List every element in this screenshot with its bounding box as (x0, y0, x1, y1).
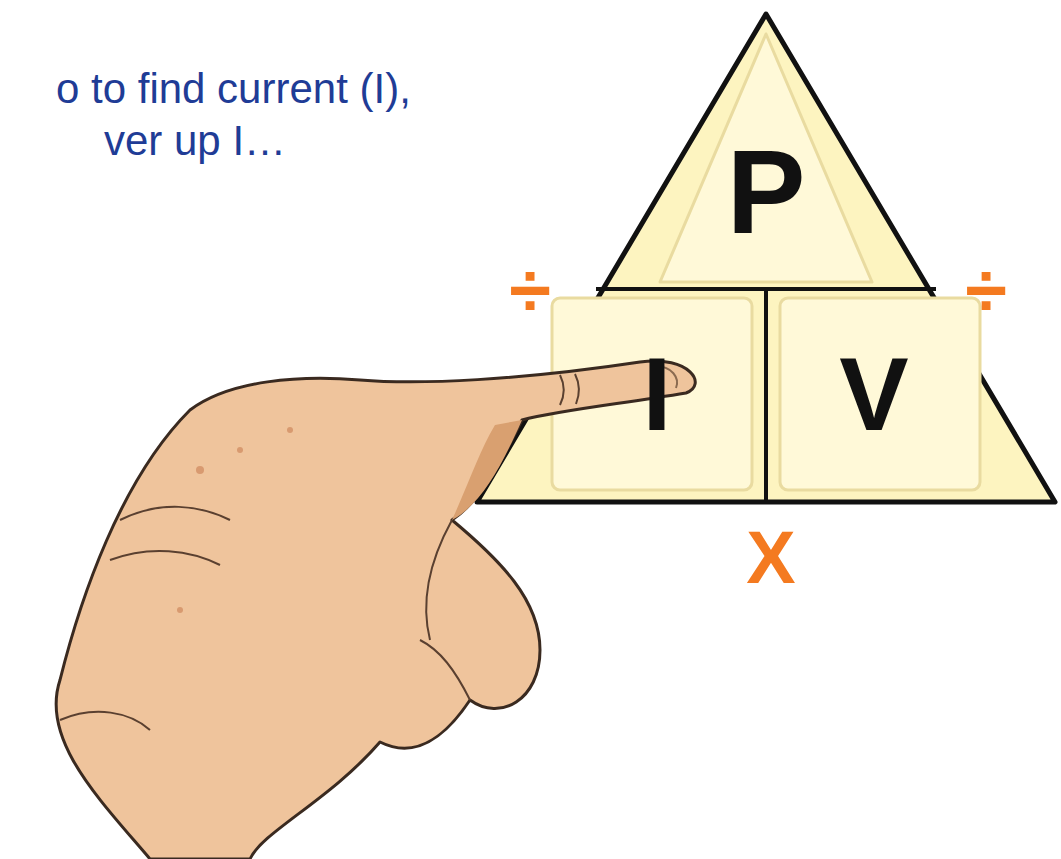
instruction-text: o to find current (I), (56, 66, 411, 112)
operator-symbol: ÷ (509, 248, 551, 332)
knuckle-crease (60, 712, 150, 730)
operator-symbol: ÷ (965, 248, 1007, 332)
finger-edge (426, 520, 452, 640)
divider-line (764, 289, 768, 502)
formula-cell: I (643, 342, 672, 446)
freckle (237, 447, 243, 453)
hand-shade (452, 420, 522, 520)
formula-letter: V (839, 342, 908, 446)
cell-bevel (660, 34, 872, 282)
knuckle-crease (110, 551, 220, 565)
pointing-hand (56, 361, 695, 859)
cell-bevel (780, 298, 980, 490)
formula-triangle (477, 14, 1055, 502)
operator-symbol: X (746, 517, 795, 598)
triangle-outline (477, 14, 1055, 502)
formula-letter: I (643, 342, 672, 446)
knuckle-crease (575, 374, 579, 404)
freckle (196, 466, 204, 474)
knuckle-crease (120, 507, 230, 520)
formula-cell: V (839, 342, 908, 446)
hand-outline (56, 361, 695, 859)
freckle (287, 427, 293, 433)
knuckle-crease (560, 375, 564, 405)
freckle (177, 607, 183, 613)
instruction-text: ver up I… (104, 118, 286, 164)
finger-edge (420, 640, 470, 700)
formula-letter: P (727, 133, 806, 251)
formula-cell: P (727, 133, 806, 251)
